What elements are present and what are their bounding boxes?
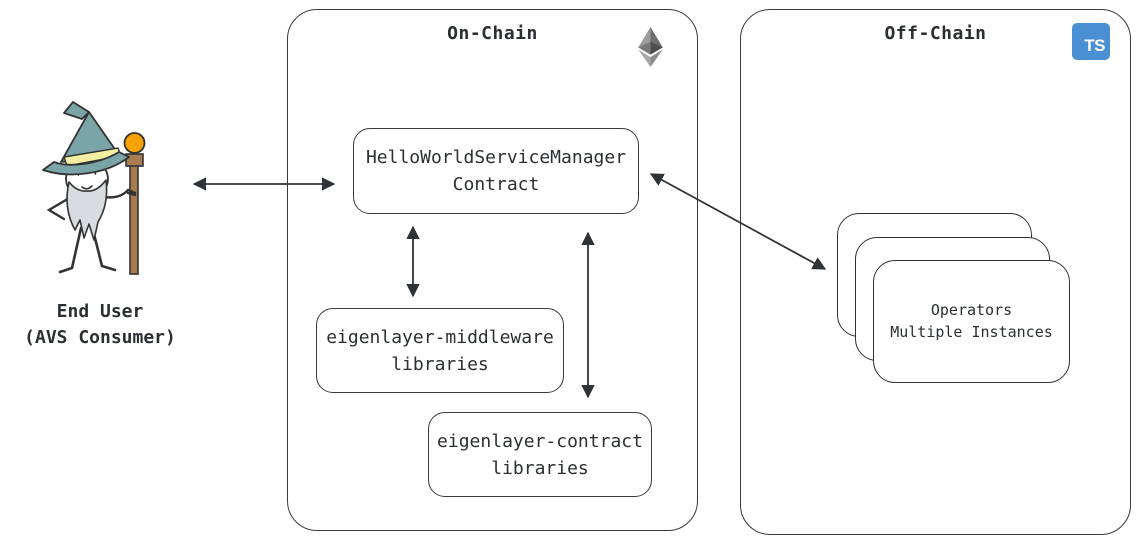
eigenlayer-middleware-node: eigenlayer-middleware libraries: [316, 308, 564, 393]
wizard-hat: [42, 101, 130, 176]
typescript-icon-label: TS: [1084, 36, 1105, 55]
wizard-mouth: [81, 185, 93, 190]
on-chain-title: On-Chain: [447, 23, 538, 44]
service-manager-line1: HelloWorldServiceManager: [365, 147, 627, 168]
operators-node: Operators Multiple Instances: [873, 260, 1070, 383]
middleware-line1: eigenlayer-middleware: [326, 326, 554, 348]
wizard-staff: [123, 132, 146, 275]
typescript-icon: TS: [1072, 23, 1110, 60]
operators-line2: Multiple Instances: [890, 322, 1053, 341]
service-manager-line2: Contract: [452, 174, 540, 195]
wizard-illustration: [42, 101, 146, 275]
end-user-label: End User (AVS Consumer): [8, 299, 192, 351]
end-user-label-line1: End User: [56, 301, 144, 322]
eigenlayer-contract-node: eigenlayer-contract libraries: [428, 412, 652, 497]
ethereum-icon: [638, 27, 663, 67]
contract-line1: eigenlayer-contract: [437, 430, 643, 452]
service-manager-contract-node: HelloWorldServiceManager Contract: [353, 128, 639, 214]
operators-line1: Operators: [930, 300, 1013, 319]
contract-line2: libraries: [491, 457, 589, 479]
off-chain-title: Off-Chain: [884, 23, 987, 44]
staff-orb: [123, 132, 146, 154]
end-user-label-line2: (AVS Consumer): [24, 327, 176, 348]
hat-brim: [42, 151, 130, 176]
wizard-legs: [58, 226, 117, 274]
middleware-line2: libraries: [391, 353, 489, 375]
wizard-beard: [66, 179, 108, 241]
